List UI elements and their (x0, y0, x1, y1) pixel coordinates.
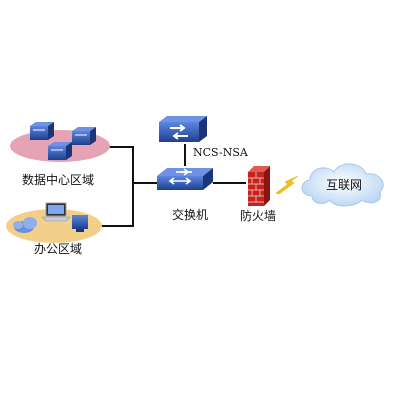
desktop-icon (72, 215, 88, 232)
cloud-icon (301, 163, 384, 207)
switch-label: 交换机 (172, 207, 208, 222)
laptop-icon (41, 202, 71, 222)
ncs-nsa-device: NCS-NSA (159, 116, 249, 159)
firewall-label: 防火墙 (240, 208, 276, 223)
arrows-icon (170, 124, 188, 140)
internet-cloud: 互联网 (301, 163, 384, 207)
server-icon (30, 122, 54, 140)
lightning-icon (275, 175, 299, 195)
datacenter-zone: 数据中心区域 (10, 122, 110, 187)
office-zone: 办公区域 (6, 202, 102, 256)
cloud-small-icon (13, 217, 37, 233)
link-datacenter (100, 146, 134, 227)
office-label: 办公区域 (34, 241, 82, 256)
firewall-device: 防火墙 (240, 166, 276, 223)
server-icon (48, 142, 72, 160)
datacenter-label: 数据中心区域 (22, 172, 94, 187)
ncs-nsa-label: NCS-NSA (193, 146, 249, 159)
switch-arrows-icon (168, 168, 192, 185)
switch-device: 交换机 (157, 168, 213, 222)
internet-label: 互联网 (326, 178, 362, 192)
server-icon (72, 127, 96, 145)
link-lines (100, 144, 246, 227)
